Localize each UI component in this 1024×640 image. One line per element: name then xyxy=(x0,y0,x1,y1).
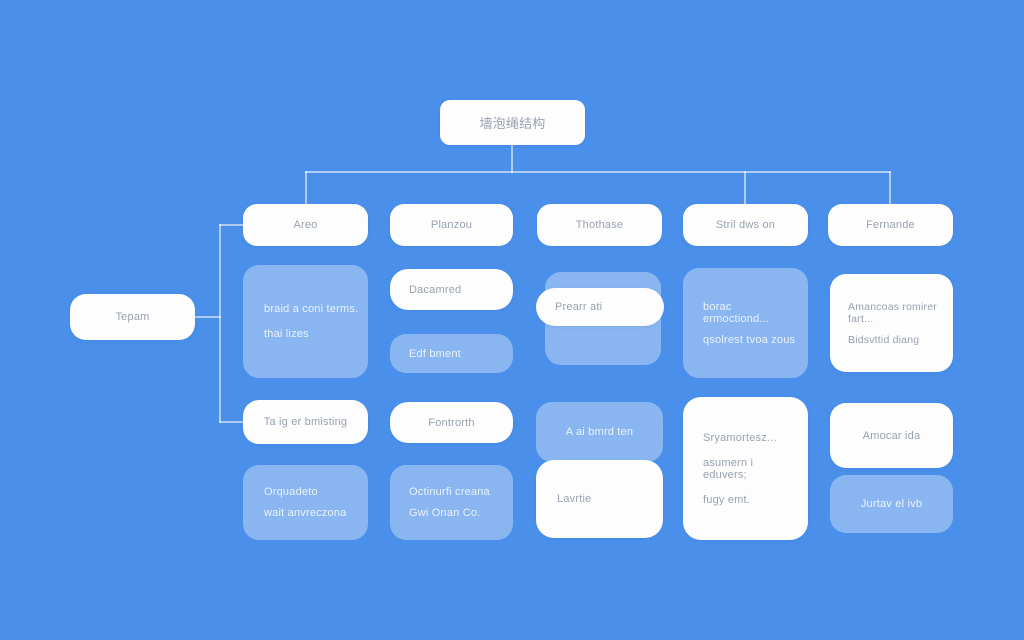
col4-box-2-line3: fugy emt. xyxy=(703,493,751,506)
connector-col1-drop xyxy=(305,171,307,205)
col1-box-3[interactable]: Orquadeto wait anvreczona xyxy=(243,465,368,540)
connector-root-drop xyxy=(511,145,513,173)
col5-box-2[interactable]: Amocar ida xyxy=(830,403,953,468)
col1-box-3-line2: wait anvreczona xyxy=(264,507,347,519)
col5-box-1-line2: Bidsvttid diang xyxy=(848,333,920,346)
connector-team-stub xyxy=(195,316,221,318)
col2-box-4-line2: Gwi Onan Co. xyxy=(409,507,481,519)
col5-box-3[interactable]: Jurtav el ivb xyxy=(830,475,953,533)
connector-col5-drop xyxy=(889,171,891,205)
connector-main-rail xyxy=(305,171,891,173)
col4-box-2-line1: Sryamortesz... xyxy=(703,431,777,444)
connector-team-top xyxy=(219,224,244,226)
col3-box-2[interactable]: A ai bmrd ten xyxy=(536,402,663,462)
col3-box-3-line1: Lavrtie xyxy=(557,493,592,505)
col2-header-label: Planzou xyxy=(430,219,473,231)
col3-box-2-line1: A ai bmrd ten xyxy=(565,426,634,438)
connector-team-rail xyxy=(219,224,221,423)
col3-header-node[interactable]: Thothase xyxy=(537,204,662,246)
col5-header-node[interactable]: Fernande xyxy=(828,204,953,246)
col4-header-label: Stril dws on xyxy=(715,219,776,231)
col1-header-label: Areo xyxy=(293,219,318,231)
connector-col4-drop xyxy=(744,171,746,205)
col2-header-node[interactable]: Planzou xyxy=(390,204,513,246)
root-node-label: 墙泡绳结构 xyxy=(479,116,546,131)
col2-box-1[interactable]: Dacamred xyxy=(390,269,513,310)
col4-box-1[interactable]: borac ermoctiond... qsolrest tvoa zous xyxy=(683,268,808,378)
col2-box-3-line1: Fontrorth xyxy=(428,416,475,429)
col4-box-1-line1: borac ermoctiond... xyxy=(703,300,770,325)
col3-header-label: Thothase xyxy=(575,219,624,231)
col2-box-2[interactable]: Edf bment xyxy=(390,334,513,373)
col1-box-1-line1: braid a coni terms. xyxy=(264,303,359,315)
col3-box-1-line1: Prearr ati xyxy=(555,301,603,313)
col4-box-1-line2: qsolrest tvoa zous xyxy=(703,333,796,346)
col5-box-3-line1: Jurtav el ivb xyxy=(860,498,923,510)
col5-header-label: Fernande xyxy=(866,219,915,231)
col4-box-2-line2: asumern i eduvers; xyxy=(703,456,754,481)
col1-box-1-line2: thai lizes xyxy=(264,328,309,340)
col2-box-4[interactable]: Octinurfi creana Gwi Onan Co. xyxy=(390,465,513,540)
col2-box-1-line1: Dacamred xyxy=(409,283,462,296)
col5-box-2-line1: Amocar ida xyxy=(862,429,921,442)
col1-box-1[interactable]: braid a coni terms. thai lizes xyxy=(243,265,368,378)
col1-box-3-line1: Orquadeto xyxy=(264,486,318,498)
connector-team-bottom xyxy=(219,421,244,423)
col4-header-node[interactable]: Stril dws on xyxy=(683,204,808,246)
col1-box-2[interactable]: Ta ig er bmisting xyxy=(243,400,368,444)
team-node[interactable]: Tepam xyxy=(70,294,195,340)
col4-box-2[interactable]: Sryamortesz... asumern i eduvers; fugy e… xyxy=(683,397,808,540)
col5-box-1-line1: Amancoas romirer fart... xyxy=(848,300,937,325)
col2-box-4-line1: Octinurfi creana xyxy=(409,486,490,498)
col3-box-1[interactable]: Prearr ati xyxy=(536,288,664,326)
col1-header-node[interactable]: Areo xyxy=(243,204,368,246)
team-node-label: Tepam xyxy=(115,311,150,323)
root-node[interactable]: 墙泡绳结构 xyxy=(440,100,585,145)
col3-box-3[interactable]: Lavrtie xyxy=(536,460,663,538)
col1-box-2-line1: Ta ig er bmisting xyxy=(263,416,348,428)
col2-box-2-line1: Edf bment xyxy=(409,347,461,360)
col2-box-3[interactable]: Fontrorth xyxy=(390,402,513,443)
col5-box-1[interactable]: Amancoas romirer fart... Bidsvttid diang xyxy=(830,274,953,372)
